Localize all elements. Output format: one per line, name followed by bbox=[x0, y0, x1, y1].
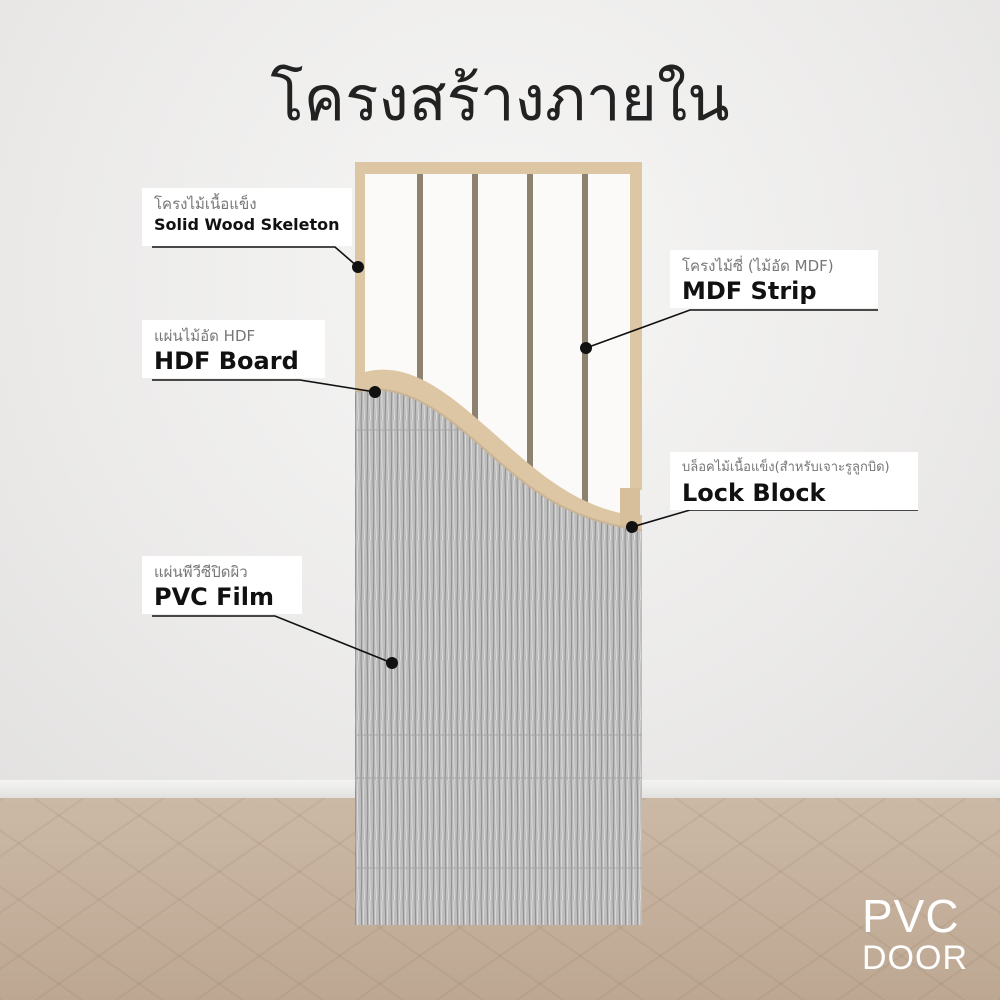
callout-line-solid-wood bbox=[152, 246, 359, 268]
label-lock-block: บล็อคไม้เนื้อแข็ง(สำหรับเจาะรูลูกบิด) Lo… bbox=[670, 452, 918, 510]
callout-line-hdf bbox=[152, 379, 376, 393]
label-pvc-film: แผ่นพีวีซีปิดผิว PVC Film bbox=[142, 556, 302, 614]
label-lock-block-th: บล็อคไม้เนื้อแข็ง(สำหรับเจาะรูลูกบิด) bbox=[682, 460, 890, 475]
lock-block bbox=[620, 488, 640, 528]
callout-dot-hdf bbox=[369, 386, 381, 398]
page-title: โครงสร้างภายใน bbox=[270, 62, 730, 135]
label-solid-wood: โครงไม้เนื้อแข็ง Solid Wood Skeleton bbox=[142, 188, 352, 246]
callout-dots bbox=[352, 261, 638, 669]
label-hdf-board-en: HDF Board bbox=[154, 347, 299, 375]
label-lock-block-en: Lock Block bbox=[682, 479, 826, 507]
callout-dot-solid-wood bbox=[352, 261, 364, 273]
label-solid-wood-en: Solid Wood Skeleton bbox=[154, 215, 340, 234]
label-mdf-strip-th: โครงไม้ซี่ (ไม้อัด MDF) bbox=[682, 257, 834, 275]
label-solid-wood-th: โครงไม้เนื้อแข็ง bbox=[154, 195, 257, 213]
label-pvc-film-en: PVC Film bbox=[154, 583, 274, 611]
label-mdf-strip: โครงไม้ซี่ (ไม้อัด MDF) MDF Strip bbox=[670, 250, 878, 308]
callout-dot-mdf bbox=[580, 342, 592, 354]
mdf-strips bbox=[417, 174, 588, 534]
callout-line-pvc bbox=[152, 615, 393, 664]
label-mdf-strip-en: MDF Strip bbox=[682, 277, 817, 305]
callout-line-lock bbox=[631, 509, 918, 528]
callout-lines bbox=[152, 246, 918, 664]
brand-logo: PVC DOOR bbox=[862, 893, 968, 975]
label-pvc-film-th: แผ่นพีวีซีปิดผิว bbox=[154, 563, 248, 581]
label-hdf-board: แผ่นไม้อัด HDF HDF Board bbox=[142, 320, 325, 378]
callout-line-mdf bbox=[585, 309, 878, 349]
brand-line-2: DOOR bbox=[862, 939, 968, 977]
label-hdf-board-th: แผ่นไม้อัด HDF bbox=[154, 327, 256, 345]
pvc-film-edge bbox=[354, 388, 643, 531]
brand-line-1: PVC bbox=[862, 890, 960, 942]
callout-dot-pvc bbox=[386, 657, 398, 669]
callout-dot-lock bbox=[626, 521, 638, 533]
